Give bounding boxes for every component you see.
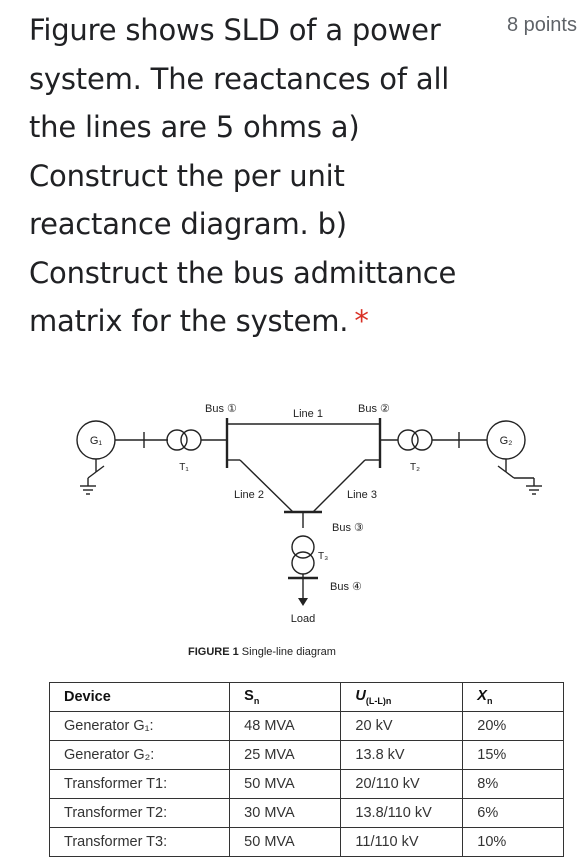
header-xn: Xn [462, 682, 564, 712]
line1-label: Line 1 [293, 408, 323, 420]
bus4-label: Bus ④ [330, 581, 362, 593]
figure-caption: FIGURE 1 Single-line diagram [188, 646, 336, 658]
cell-device: Transformer T1: [48, 769, 231, 799]
transformer-t3-symbol [291, 535, 315, 559]
bus1-label: Bus ① [205, 403, 237, 415]
line-2 [239, 459, 294, 513]
table-row: Generator G₂: 25 MVA 13.8 kV 15% [48, 740, 564, 770]
cell-xn: 8% [462, 769, 564, 799]
table-row: Transformer T3: 50 MVA 11/110 kV 10% [48, 827, 564, 857]
cell-sn: 50 MVA [229, 827, 342, 857]
header-sn-sub: n [253, 695, 260, 706]
cell-device: Transformer T2: [48, 798, 231, 828]
cell-xn: 20% [462, 711, 564, 741]
header-xn-sub: n [486, 695, 493, 706]
header-un: U(L-L)n [340, 682, 464, 712]
caption-label: FIGURE 1 [188, 646, 239, 658]
required-asterisk: * [354, 304, 369, 338]
cell-xn: 10% [462, 827, 564, 857]
cell-device: Generator G₂: [48, 740, 231, 770]
cell-device: Transformer T3: [48, 827, 231, 857]
cell-device: Generator G₁: [48, 711, 231, 741]
cell-sn: 50 MVA [229, 769, 342, 799]
load-arrow [298, 598, 308, 606]
header-un-sub: (L-L)n [365, 695, 392, 706]
bus3-label: Bus ③ [332, 522, 364, 534]
device-spec-table: Device Sn U(L-L)n Xn Generator G₁: 48 MV… [48, 682, 564, 857]
g1-label: G₁ [90, 435, 103, 447]
load-label: Load [291, 613, 315, 625]
header-sn: Sn [229, 682, 342, 712]
cell-un: 11/110 kV [340, 827, 464, 857]
question-text: Figure shows SLD of a power system. The … [29, 6, 479, 346]
table-row: Transformer T1: 50 MVA 20/110 kV 8% [48, 769, 564, 799]
cell-xn: 15% [462, 740, 564, 770]
single-line-diagram: G₁ G₂ T₁ T₂ T₃ Bus ① Bus ② Bus ③ Bus ④ L… [76, 403, 542, 625]
cell-sn: 25 MVA [229, 740, 342, 770]
cell-un: 13.8 kV [340, 740, 464, 770]
table-header-row: Device Sn U(L-L)n Xn [48, 682, 564, 712]
line-3 [312, 459, 366, 513]
cell-sn: 30 MVA [229, 798, 342, 828]
table-row: Transformer T2: 30 MVA 13.8/110 kV 6% [48, 798, 564, 828]
table-row: Generator G₁: 48 MVA 20 kV 20% [48, 711, 564, 741]
cell-un: 20 kV [340, 711, 464, 741]
cell-un: 20/110 kV [340, 769, 464, 799]
points-label: 8 points [506, 14, 577, 36]
g2-label: G₂ [500, 435, 513, 447]
transformer-t1-symbol [166, 429, 188, 451]
header-sn-main: S [244, 688, 254, 705]
cell-sn: 48 MVA [229, 711, 342, 741]
t2-label: T₂ [410, 462, 420, 473]
line3-label: Line 3 [347, 489, 377, 501]
cell-xn: 6% [462, 798, 564, 828]
header-un-main: U [355, 688, 366, 705]
question-body: Figure shows SLD of a power system. The … [29, 13, 457, 338]
header-xn-main: X [477, 688, 487, 705]
t1-label: T₁ [179, 462, 189, 473]
line2-label: Line 2 [234, 489, 264, 501]
header-device: Device [48, 682, 231, 712]
caption-text: Single-line diagram [241, 646, 336, 658]
t3-label: T₃ [318, 551, 328, 562]
bus2-label: Bus ② [358, 403, 390, 415]
transformer-t2-symbol [397, 429, 419, 451]
cell-un: 13.8/110 kV [340, 798, 464, 828]
